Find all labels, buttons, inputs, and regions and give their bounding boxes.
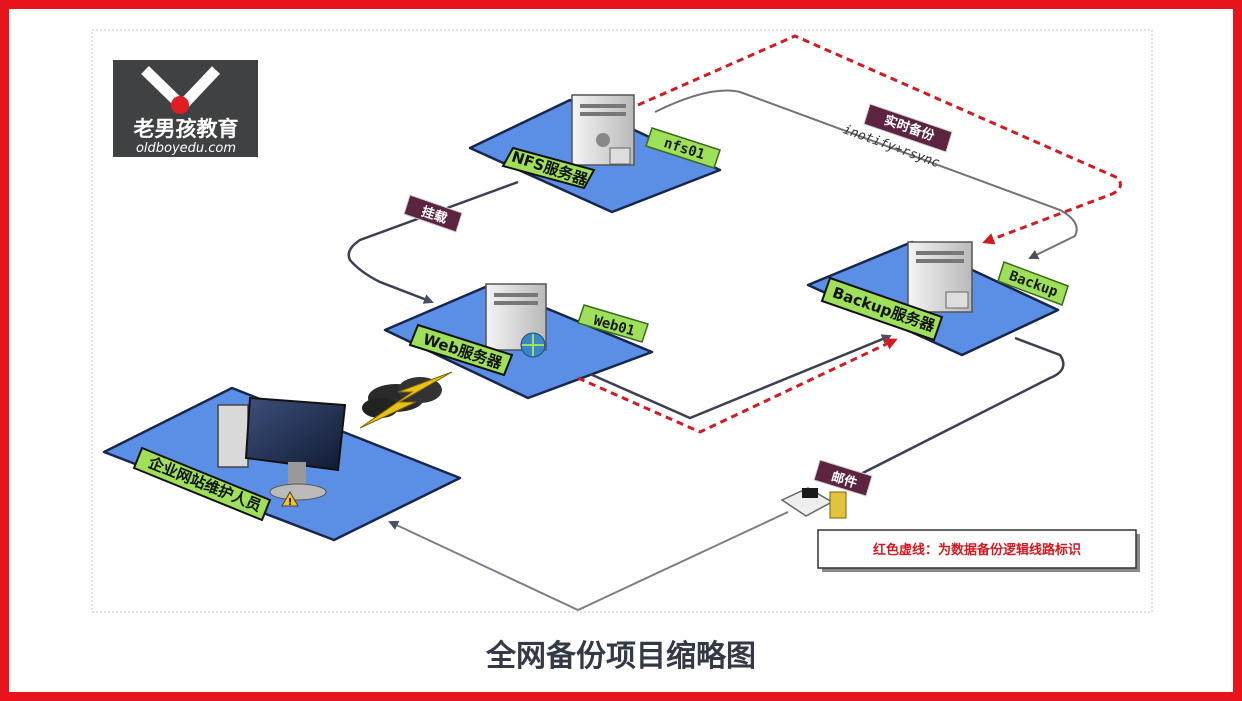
mail-maintainer-line	[388, 511, 789, 612]
page-title: 全网备份项目缩略图	[485, 639, 756, 674]
sync-line	[654, 89, 1078, 259]
nfs-server-icon	[571, 94, 635, 166]
logo-brand-en: oldboyedu.com	[136, 141, 236, 156]
logo-dot-icon	[171, 96, 189, 114]
web-backup-line	[589, 334, 892, 420]
backup-mail-line	[844, 336, 1065, 484]
legend-text: 红色虚线：为数据备份逻辑线路标识	[873, 542, 1081, 558]
mount-badge-text: 挂载	[419, 204, 449, 227]
logo-brand-cn: 老男孩教育	[134, 117, 239, 141]
maintainer-workstation-icon	[217, 396, 347, 501]
mount-line	[347, 180, 519, 304]
backup-server-icon	[907, 241, 973, 313]
svg-text:!: !	[288, 497, 293, 508]
web-backup-red-line	[577, 338, 898, 434]
content-border	[91, 29, 1153, 613]
warning-icon: !	[281, 490, 299, 508]
mail-icon	[780, 487, 847, 519]
realtime-backup-red-line	[637, 34, 1122, 245]
web-server-icon	[485, 283, 547, 358]
legend: 红色虚线：为数据备份逻辑线路标识	[817, 529, 1140, 572]
lightning-icon	[359, 371, 453, 429]
mail-badge-text: 邮件	[829, 469, 859, 492]
realtime-badge: 实时备份	[863, 103, 953, 153]
mount-badge: 挂载	[403, 194, 463, 233]
logo: 老男孩教育 oldboyedu.com	[113, 60, 258, 157]
nfs-host-tag: nfs01	[645, 127, 721, 169]
mail-badge: 邮件	[813, 459, 873, 497]
